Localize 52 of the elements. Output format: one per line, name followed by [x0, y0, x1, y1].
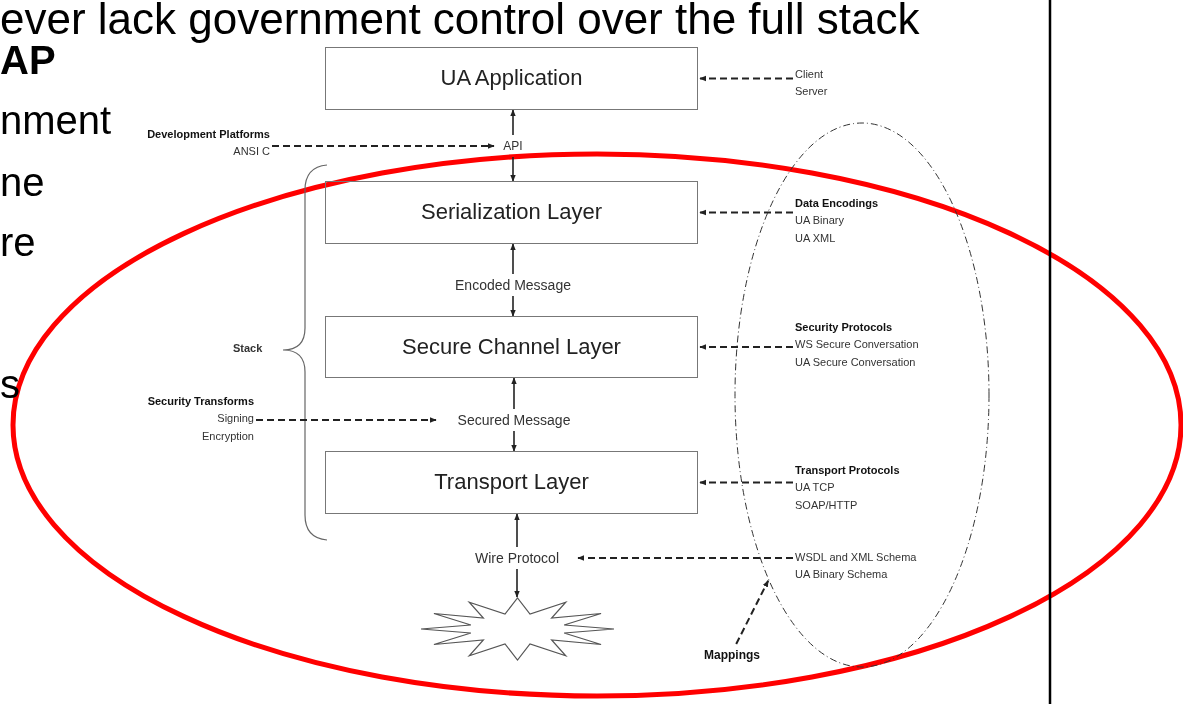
flow-label: Encoded Message — [455, 276, 571, 294]
group-heading: Data Encodings — [795, 196, 879, 212]
arrow — [255, 417, 437, 423]
layer-label: UA Application — [440, 65, 583, 92]
list-item: UA Binary — [795, 213, 844, 229]
layer-label: Secure Channel Layer — [402, 333, 621, 361]
list-item: Encryption — [202, 428, 254, 444]
arrow — [699, 479, 794, 486]
arrow — [511, 430, 517, 452]
list-item: UA Secure Conversation — [795, 354, 916, 370]
flow-label: Secured Message — [457, 411, 571, 429]
slide-text: nment — [0, 98, 112, 143]
arrow — [514, 513, 520, 548]
arrow — [735, 579, 770, 645]
slide-text: ne — [0, 160, 45, 205]
list-item: ANSI C — [233, 144, 270, 159]
slide-text: s — [0, 362, 20, 407]
flow-label: API — [503, 138, 523, 154]
list-item: UA XML — [795, 230, 836, 246]
layer-box — [325, 451, 698, 514]
list-item: SOAP/HTTP — [795, 497, 858, 513]
list-item: WS Secure Conversation — [795, 337, 919, 353]
arrow — [699, 75, 794, 82]
arrow — [271, 143, 495, 149]
flow-label: Mappings — [704, 647, 760, 663]
arrow — [510, 295, 516, 317]
list-item: Signing — [217, 411, 254, 427]
arrow — [699, 344, 794, 350]
list-item: UA TCP — [795, 480, 835, 496]
list-item: Client — [795, 66, 824, 82]
layer-label: Transport Layer — [434, 469, 589, 496]
layer-box — [325, 181, 698, 244]
layer-label: Serialization Layer — [421, 199, 602, 226]
arrow — [699, 209, 794, 216]
list-item: WSDL and XML Schema — [795, 549, 917, 565]
group-heading: Security Protocols — [795, 320, 893, 336]
arrow — [510, 109, 516, 136]
arrow — [510, 156, 516, 182]
layer-box — [325, 47, 698, 110]
list-item: Server — [795, 84, 828, 99]
arrow — [577, 555, 794, 561]
arrow — [511, 377, 517, 410]
bracket-label: Stack — [233, 342, 263, 354]
list-item: UA Binary Schema — [795, 567, 888, 582]
group-heading: Transport Protocols — [795, 463, 900, 479]
group-heading: Security Transforms — [147, 394, 254, 410]
layer-box — [325, 316, 698, 378]
flow-label: Wire Protocol — [475, 549, 559, 567]
slide-text: re — [0, 220, 36, 265]
group-heading: Development Platforms — [147, 126, 270, 142]
arrow — [514, 568, 520, 598]
arrow — [510, 243, 516, 275]
